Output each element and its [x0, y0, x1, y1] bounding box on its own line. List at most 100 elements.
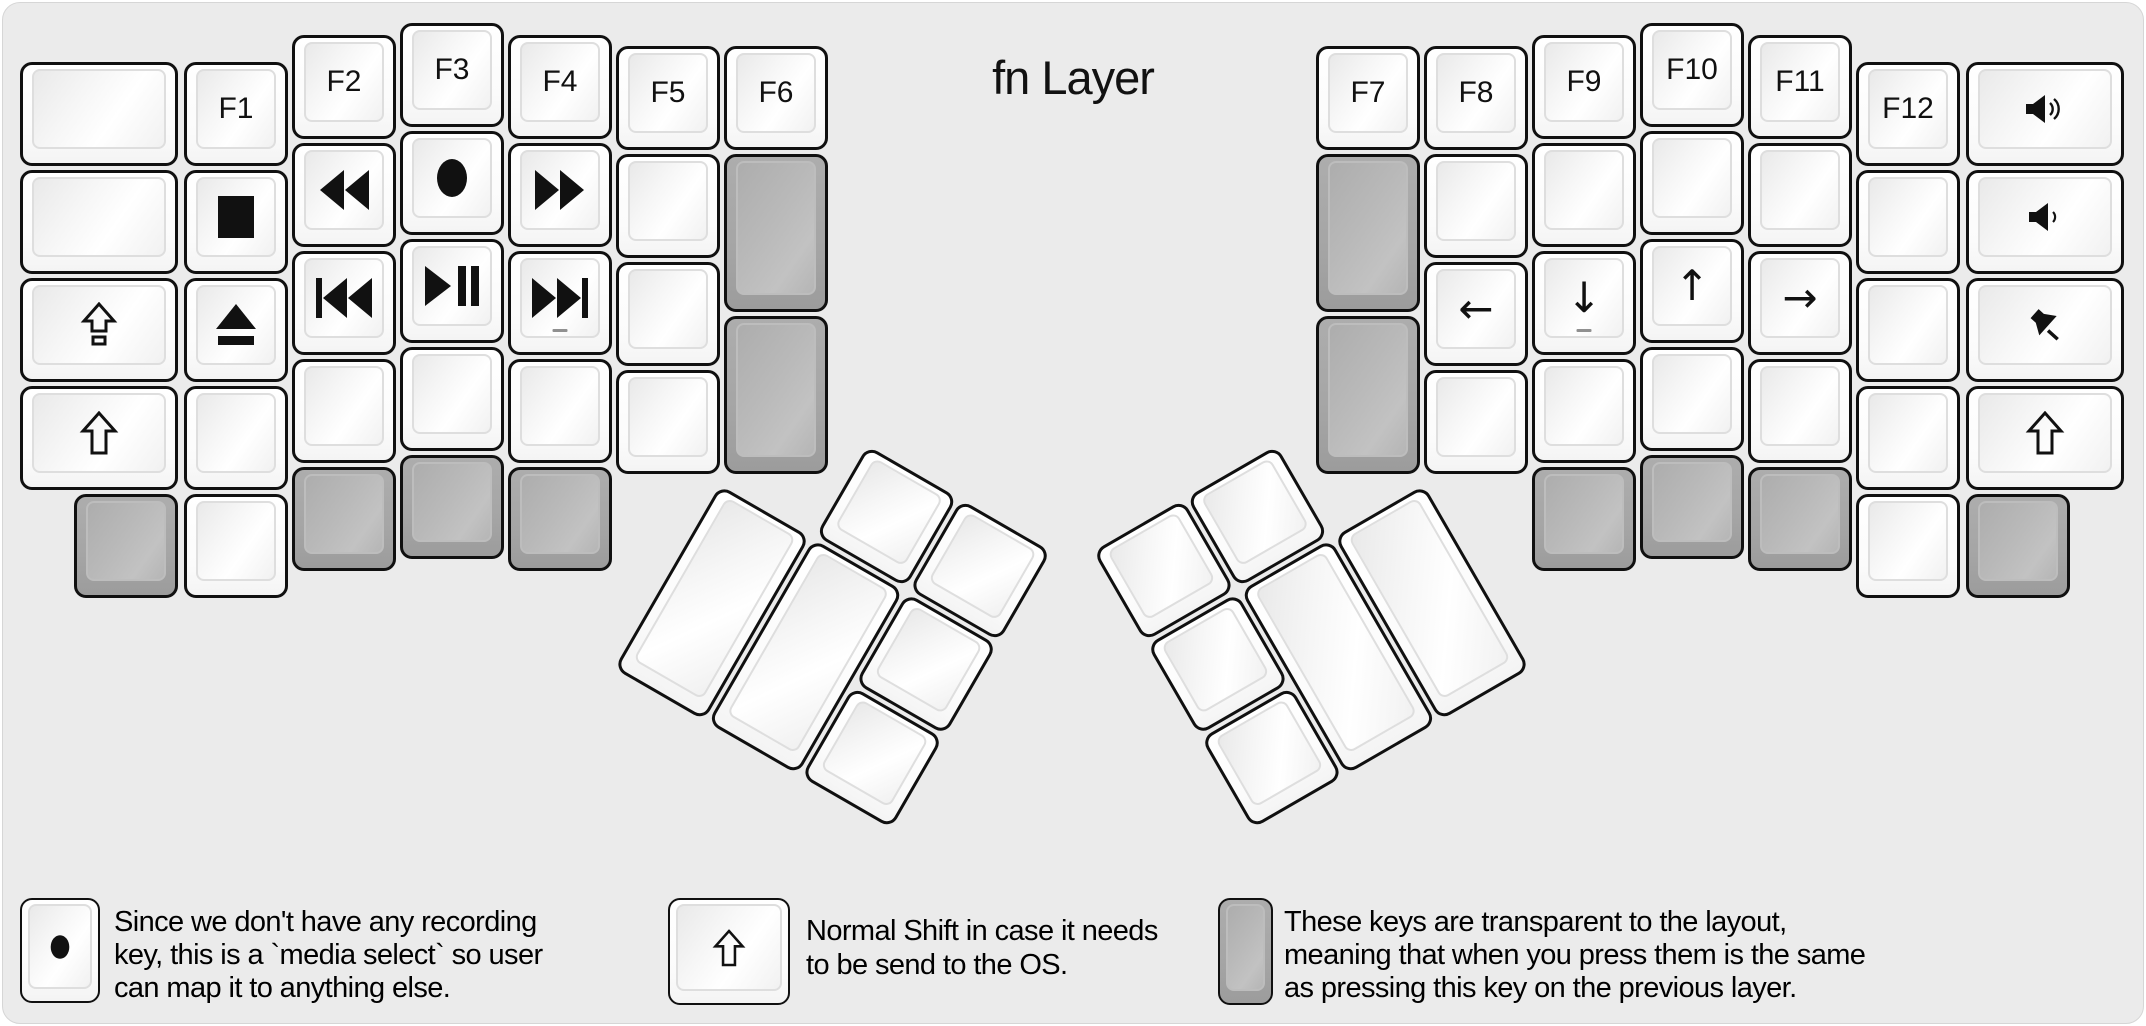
- key-blank-r-r2c4-top: [1760, 150, 1840, 230]
- shift-icon: [79, 411, 119, 455]
- key-blank-l-r1c0-top: [32, 69, 166, 149]
- key-f3-label: F3: [434, 53, 470, 86]
- legend-record-key-top: [28, 904, 92, 989]
- key-f7-top: F7: [1328, 53, 1408, 133]
- key-transparent-l-2: [400, 455, 504, 559]
- key-blank-r-r2c3-top: [1652, 138, 1732, 218]
- key-blank-r-r2c3: [1640, 131, 1744, 235]
- key-f3: F3: [400, 23, 504, 127]
- key-blank-l-r2c5-top: [628, 161, 708, 241]
- key-blank-l-r5c1-top: [196, 501, 276, 581]
- key-blank-r-r5c5: [1856, 494, 1960, 598]
- key-f7: F7: [1316, 46, 1420, 150]
- key-blank-l-r4c1-top: [196, 393, 276, 473]
- key-shift-right: [1966, 386, 2124, 490]
- key-f11: F11: [1748, 35, 1852, 139]
- key-blank-r-r4c5-top: [1868, 393, 1948, 473]
- key-caps-lock: [20, 278, 178, 382]
- key-f7-label: F7: [1350, 76, 1386, 109]
- key-transparent-l-1-top: [304, 474, 384, 554]
- key-transparent-l-tall-2-top: [736, 323, 816, 457]
- key-f2-label: F2: [326, 65, 362, 98]
- legend-line: Normal Shift in case it needs: [806, 915, 1158, 947]
- key-transparent-r-1-top: [1544, 474, 1624, 554]
- key-transparent-l-3-top: [520, 474, 600, 554]
- stop-icon: [216, 194, 256, 240]
- key-blank-r-r2c4: [1748, 143, 1852, 247]
- key-transparent-r-2-top: [1652, 462, 1732, 542]
- key-transparent-l-tall-2: [724, 316, 828, 474]
- key-blank-l-r4c5: [616, 370, 720, 474]
- key-f10-label: F10: [1666, 53, 1718, 86]
- key-blank-l-r4c3-top: [412, 354, 492, 434]
- key-arrow-left-top: ←: [1436, 269, 1516, 349]
- volume-up-icon: [2024, 93, 2066, 125]
- key-shift-left: [20, 386, 178, 490]
- key-blank-l-r4c3: [400, 347, 504, 451]
- key-f5-top: F5: [628, 53, 708, 133]
- key-blank-r-r2c5-top: [1868, 177, 1948, 257]
- key-f1-label: F1: [218, 92, 254, 125]
- key-f2: F2: [292, 35, 396, 139]
- key-media-rewind-top: [304, 150, 384, 230]
- key-transparent-l-bottom-top: [86, 501, 166, 581]
- key-volume-mute-top: [1978, 285, 2112, 365]
- key-f10-top: F10: [1652, 30, 1732, 110]
- key-f6: F6: [724, 46, 828, 150]
- eject-icon: [213, 302, 259, 348]
- key-transparent-r-3-top: [1760, 474, 1840, 554]
- shift-icon: [712, 928, 746, 966]
- key-blank-r-r2c5: [1856, 170, 1960, 274]
- key-f9-label: F9: [1566, 65, 1602, 98]
- key-transparent-r-bottom: [1966, 494, 2070, 598]
- caps-lock-icon: [80, 302, 118, 348]
- legend-line: Since we don't have any recording: [114, 906, 537, 938]
- key-arrow-right: →: [1748, 251, 1852, 355]
- key-blank-r-r4c5: [1856, 386, 1960, 490]
- key-f6-label: F6: [758, 76, 794, 109]
- key-f9: F9: [1532, 35, 1636, 139]
- key-f8-label: F8: [1458, 76, 1494, 109]
- legend-line: can map it to anything else.: [114, 972, 451, 1004]
- key-transparent-r-tall-1-top: [1328, 161, 1408, 295]
- key-media-play-pause-top: [412, 246, 492, 326]
- key-transparent-l-3: [508, 467, 612, 571]
- key-f1: F1: [184, 62, 288, 166]
- key-f10: F10: [1640, 23, 1744, 127]
- legend-line: meaning that when you press them is the …: [1284, 939, 1866, 971]
- key-media-fast-forward-top: [520, 150, 600, 230]
- key-transparent-r-1: [1532, 467, 1636, 571]
- key-f2-top: F2: [304, 42, 384, 122]
- key-blank-r-r4c2: [1532, 359, 1636, 463]
- legend-record-key: [20, 898, 100, 1003]
- key-blank-l-r4c2: [292, 359, 396, 463]
- key-media-stop: [184, 170, 288, 274]
- key-arrow-down-top: ↓: [1544, 258, 1624, 338]
- volume-mute-icon: [2025, 307, 2065, 343]
- record-icon: [435, 158, 469, 198]
- key-transparent-r-tall-2-top: [1328, 323, 1408, 457]
- record-icon: [49, 934, 70, 959]
- key-transparent-l-tall-1-top: [736, 161, 816, 295]
- key-blank-r-r4c1-top: [1436, 377, 1516, 457]
- key-volume-mute: [1966, 278, 2124, 382]
- key-f9-top: F9: [1544, 42, 1624, 122]
- key-blank-l-r4c1: [184, 386, 288, 490]
- key-blank-l-r4c4: [508, 359, 612, 463]
- key-transparent-l-2-top: [412, 462, 492, 542]
- key-blank-l-r3c5-top: [628, 269, 708, 349]
- key-transparent-l-tall-1: [724, 154, 828, 312]
- key-f12-label: F12: [1882, 92, 1934, 125]
- key-media-next-track: [508, 251, 612, 355]
- key-blank-l-r2c0-top: [32, 177, 166, 257]
- key-shift-left-top: [32, 393, 166, 473]
- key-media-next-track-top: [520, 258, 600, 338]
- key-media-record-top: [412, 138, 492, 218]
- key-f8-top: F8: [1436, 53, 1516, 133]
- key-media-play-pause: [400, 239, 504, 343]
- key-volume-up: [1966, 62, 2124, 166]
- key-media-record: [400, 131, 504, 235]
- key-shift-right-top: [1978, 393, 2112, 473]
